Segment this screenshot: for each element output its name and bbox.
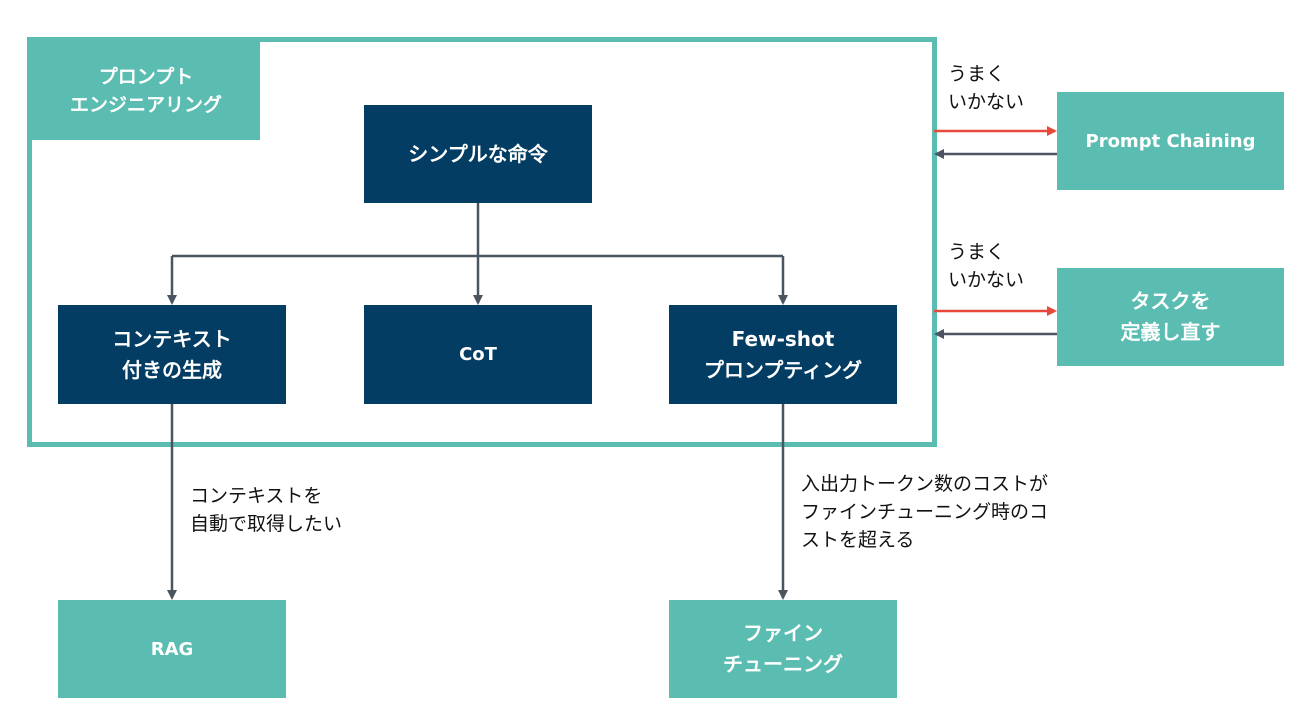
outcome-finetuning: ファイン チューニング: [669, 600, 897, 698]
node-cot: CoT: [364, 305, 592, 404]
outcome-rag: RAG: [58, 600, 286, 698]
prompt-engineering-frame: [27, 37, 937, 447]
outcome-prompt-chaining: Prompt Chaining: [1057, 92, 1284, 190]
edge-label-auto-context: コンテキストを 自動で取得したい: [190, 485, 343, 535]
edge-label-not-working-bottom: うまく いかない: [948, 241, 1025, 291]
node-few-shot: Few-shot プロンプティング: [669, 305, 897, 404]
node-simple-instruction: シンプルな命令: [364, 105, 592, 203]
edge-label-not-working-top: うまく いかない: [948, 63, 1025, 113]
edge-label-cost: 入出力トークン数のコストが ファインチューニング時のコ ストを超える: [801, 473, 1049, 551]
node-context-generation: コンテキスト 付きの生成: [58, 305, 286, 404]
frame-label: プロンプト エンジニアリング: [32, 42, 260, 140]
outcome-redefine-task: タスクを 定義し直す: [1057, 268, 1284, 366]
